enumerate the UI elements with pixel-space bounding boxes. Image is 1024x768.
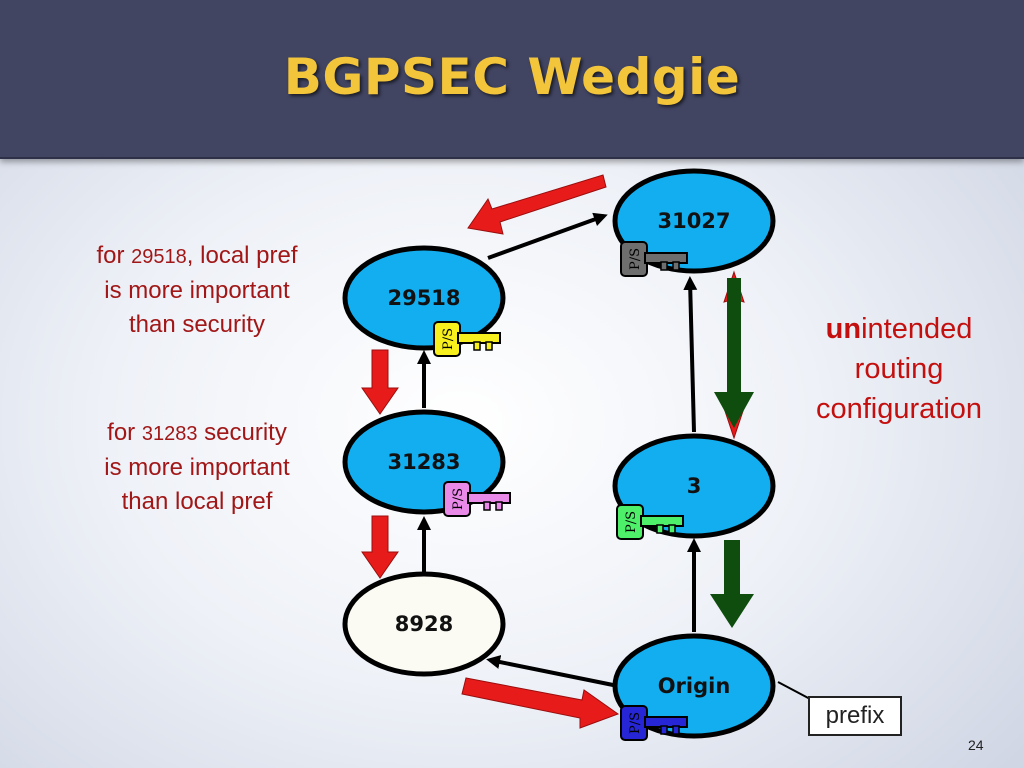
origin-to-prefix-line: [777, 681, 813, 701]
key-icon-31283: P/S: [443, 481, 511, 517]
node-3-label: 3: [687, 474, 702, 498]
edge-3-to-31027: [683, 276, 698, 433]
edge-origin-to-8928: [486, 655, 619, 688]
key-label-31283: P/S: [451, 488, 466, 510]
node-31027: 31027: [612, 168, 776, 274]
note-31283-line2: is more important: [104, 454, 290, 481]
title-bar: BGPSEC Wedgie: [0, 0, 1024, 159]
red-arrow-31027-to-29518: [467, 174, 607, 235]
green-double-arrow: [714, 278, 754, 428]
node-8928-label: 8928: [395, 612, 453, 636]
key-label-3: P/S: [624, 511, 639, 533]
node-31283-label: 31283: [387, 450, 460, 474]
note-unintended-line2: routing: [854, 353, 944, 385]
key-icon-origin: P/S: [620, 705, 688, 741]
green-route-arrows: [710, 278, 754, 628]
node-31027-label: 31027: [657, 209, 730, 233]
green-arrow-to-origin: [710, 540, 754, 628]
node-origin-label: Origin: [658, 674, 731, 698]
key-icon-31027: P/S: [620, 241, 688, 277]
key-label-origin: P/S: [628, 712, 643, 734]
red-arrow-31283-to-8928: [361, 515, 399, 579]
key-icon-29518: P/S: [433, 321, 501, 357]
prefix-box: prefix: [808, 696, 902, 736]
red-arrow-29518-to-31283: [361, 349, 399, 415]
note-31283: for 31283 security is more important tha…: [62, 416, 332, 519]
node-3: 3: [612, 433, 776, 539]
note-unintended-line3: configuration: [815, 393, 983, 425]
note-unintended-line1: unintended: [825, 313, 973, 345]
node-29518: 29518: [342, 245, 506, 351]
red-arrow-to-origin: [461, 677, 620, 729]
key-icon-3: P/S: [616, 504, 684, 540]
node-29518-label: 29518: [387, 286, 460, 310]
note-31283-line3: than local pref: [121, 488, 273, 515]
key-label-29518: P/S: [441, 328, 456, 350]
node-origin: Origin: [612, 633, 776, 739]
note-unintended: unintended routing configuration: [792, 309, 1006, 429]
note-29518-line1: for 29518, local pref: [96, 242, 298, 269]
note-31283-line1: for 31283 security: [107, 419, 287, 446]
slide-title: BGPSEC Wedgie: [283, 48, 741, 106]
slide-number: 24: [968, 737, 984, 753]
edge-29518-to-31027: [487, 212, 608, 260]
key-label-31027: P/S: [628, 248, 643, 270]
note-29518: for 29518, local pref is more important …: [62, 239, 332, 342]
note-29518-line3: than security: [128, 311, 266, 338]
node-8928: 8928: [342, 571, 506, 677]
note-29518-line2: is more important: [104, 277, 290, 304]
